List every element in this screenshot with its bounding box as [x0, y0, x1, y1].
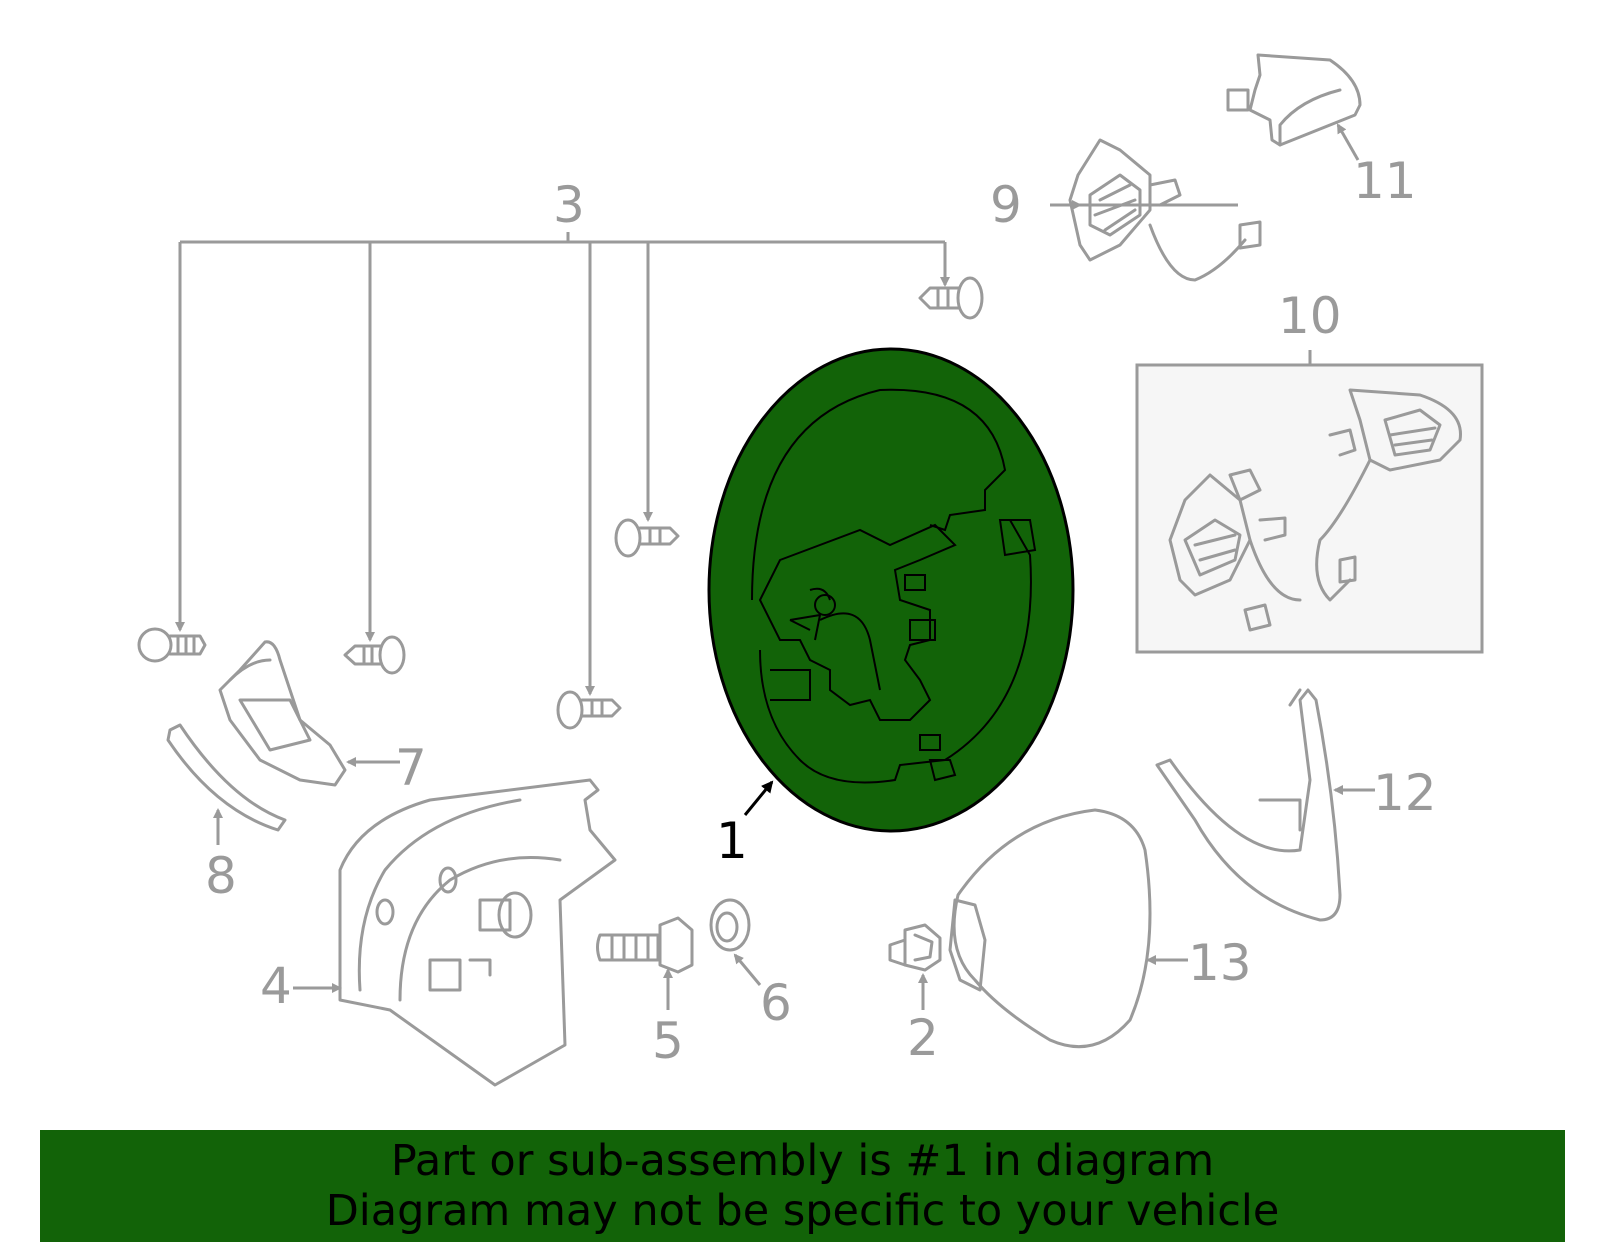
callout-11[interactable]: 11 [1353, 152, 1417, 210]
part-11-switch [1226, 53, 1362, 147]
callout-10[interactable]: 10 [1278, 287, 1342, 345]
callout-8[interactable]: 8 [205, 847, 237, 905]
part-7-trim [218, 640, 347, 787]
part-6-washer [709, 898, 751, 952]
part-1-steering-wheel[interactable] [707, 347, 1075, 833]
part-10-switch-assembly [1135, 350, 1484, 654]
part-9-switch [1068, 138, 1262, 282]
callout-6[interactable]: 6 [760, 974, 792, 1032]
callout-labels: 1 2 3 4 5 6 7 8 9 10 11 12 13 [205, 152, 1437, 1070]
part-12-trim [1155, 688, 1342, 922]
callout-12[interactable]: 12 [1373, 764, 1437, 822]
part-13-airbag [948, 808, 1152, 1049]
callout-2[interactable]: 2 [907, 1009, 939, 1067]
part-8-trim-strip [166, 723, 287, 832]
callout-5[interactable]: 5 [652, 1012, 684, 1070]
callout-arrows [213, 123, 1375, 1010]
callout-3[interactable]: 3 [553, 176, 585, 234]
part-5-bolt [596, 916, 694, 974]
part-3-screws [137, 232, 984, 730]
part-2-nut [888, 923, 942, 972]
banner-line-2: Diagram may not be specific to your vehi… [325, 1186, 1280, 1236]
callout-9[interactable]: 9 [990, 176, 1022, 234]
banner-line-1: Part or sub-assembly is #1 in diagram [390, 1136, 1215, 1186]
part-4-lower-cover [338, 778, 617, 1087]
callout-7[interactable]: 7 [395, 739, 427, 797]
info-banner: Part or sub-assembly is #1 in diagram Di… [40, 1130, 1565, 1242]
callout-13[interactable]: 13 [1188, 934, 1252, 992]
callout-4[interactable]: 4 [260, 957, 292, 1015]
callout-1[interactable]: 1 [716, 812, 748, 870]
